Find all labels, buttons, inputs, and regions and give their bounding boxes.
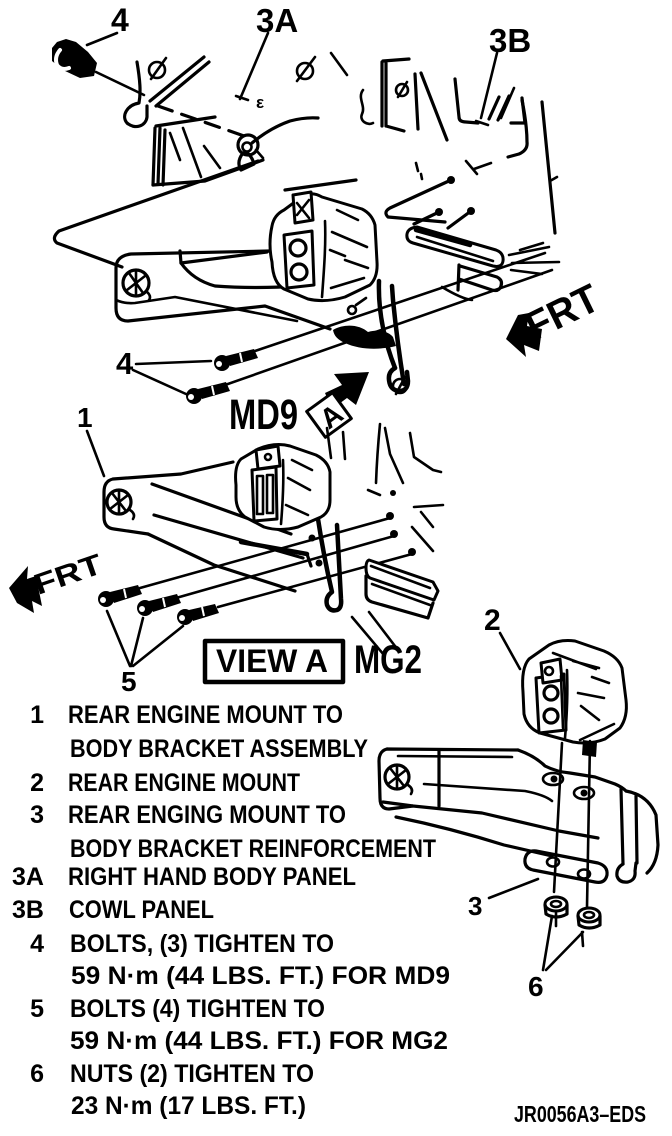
svg-text:BODY BRACKET ASSEMBLY: BODY BRACKET ASSEMBLY bbox=[70, 735, 368, 763]
svg-text:2: 2 bbox=[484, 604, 501, 637]
svg-text:6: 6 bbox=[30, 1060, 44, 1088]
svg-text:5: 5 bbox=[30, 995, 44, 1023]
svg-text:3: 3 bbox=[468, 891, 482, 921]
svg-text:RIGHT HAND BODY PANEL: RIGHT HAND BODY PANEL bbox=[68, 863, 356, 891]
svg-text:4: 4 bbox=[30, 930, 44, 958]
svg-text:59 N·m (44 LBS. FT.) FOR MD9: 59 N·m (44 LBS. FT.) FOR MD9 bbox=[71, 962, 450, 990]
svg-text:JR0056A3–EDS: JR0056A3–EDS bbox=[514, 1101, 646, 1127]
svg-text:COWL PANEL: COWL PANEL bbox=[69, 896, 214, 924]
svg-text:VIEW A: VIEW A bbox=[216, 643, 328, 679]
svg-text:REAR ENGING MOUNT TO: REAR ENGING MOUNT TO bbox=[68, 801, 346, 829]
svg-text:59 N·m (44 LBS. FT.) FOR MG2: 59 N·m (44 LBS. FT.) FOR MG2 bbox=[70, 1027, 448, 1055]
svg-text:1: 1 bbox=[30, 701, 44, 729]
svg-text:REAR ENGINE MOUNT TO: REAR ENGINE MOUNT TO bbox=[68, 701, 343, 729]
svg-text:MG2: MG2 bbox=[354, 638, 422, 682]
svg-text:2: 2 bbox=[30, 769, 44, 797]
svg-text:BODY BRACKET REINFORCEMENT: BODY BRACKET REINFORCEMENT bbox=[70, 835, 436, 863]
svg-text:6: 6 bbox=[528, 971, 544, 1002]
svg-text:4: 4 bbox=[111, 2, 129, 38]
svg-text:23 N·m (17 LBS. FT.): 23 N·m (17 LBS. FT.) bbox=[71, 1092, 306, 1120]
svg-text:3A: 3A bbox=[12, 863, 44, 891]
svg-text:REAR ENGINE MOUNT: REAR ENGINE MOUNT bbox=[68, 769, 300, 797]
svg-text:MD9: MD9 bbox=[229, 391, 298, 439]
svg-text:ε: ε bbox=[256, 93, 264, 112]
svg-text:BOLTS, (3) TIGHTEN TO: BOLTS, (3) TIGHTEN TO bbox=[70, 930, 334, 958]
svg-text:NUTS (2) TIGHTEN TO: NUTS (2) TIGHTEN TO bbox=[70, 1060, 314, 1088]
svg-text:4: 4 bbox=[116, 346, 134, 381]
svg-text:3: 3 bbox=[30, 801, 44, 829]
svg-text:3B: 3B bbox=[12, 896, 44, 924]
svg-text:3B: 3B bbox=[489, 22, 531, 59]
svg-text:BOLTS (4) TIGHTEN TO: BOLTS (4) TIGHTEN TO bbox=[70, 995, 325, 1023]
svg-text:3A: 3A bbox=[256, 2, 298, 39]
svg-text:5: 5 bbox=[121, 666, 137, 697]
svg-text:1: 1 bbox=[77, 402, 93, 433]
